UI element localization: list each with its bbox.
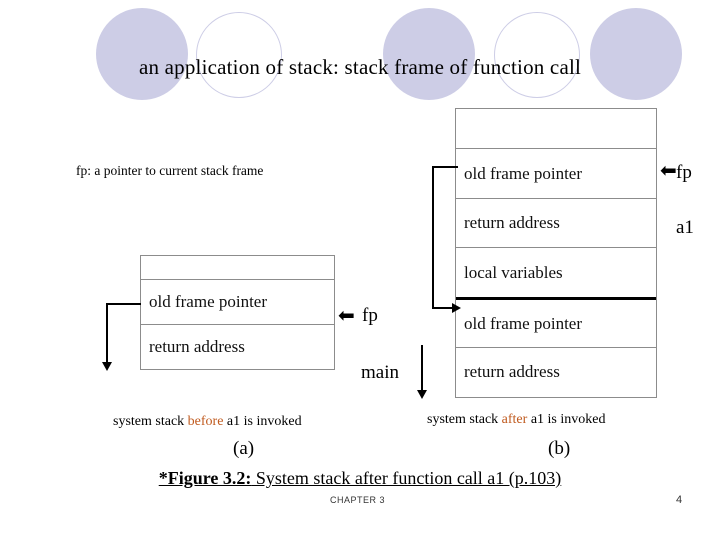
right-stack-cell: return address xyxy=(456,199,656,248)
page-title: an application of stack: stack frame of … xyxy=(138,55,582,79)
main-connector-arrowhead-icon xyxy=(417,390,427,399)
fp-label-middle: fp xyxy=(362,305,378,326)
fp-arrow-middle-icon: ⬅ xyxy=(338,303,355,327)
right-connector-bottom-horizontal xyxy=(432,307,454,309)
subcaption-b: (b) xyxy=(548,438,571,459)
subcaption-a: (a) xyxy=(233,438,255,459)
right-stack-cell xyxy=(456,109,656,149)
right-connector-arrowhead-icon xyxy=(452,303,461,313)
footer-chapter: CHAPTER 3 xyxy=(330,495,386,505)
caption-right-highlight: after xyxy=(501,412,528,427)
right-stack-diagram: old frame pointer return address local v… xyxy=(455,108,657,398)
fp-arrow-right-icon: ⬅ xyxy=(660,158,677,182)
caption-left-prefix: system stack xyxy=(113,414,188,429)
right-stack-cell: return address xyxy=(464,362,560,381)
decorative-circle-4 xyxy=(494,12,580,98)
decorative-circle-2 xyxy=(196,12,282,98)
caption-right-suffix: a1 is invoked xyxy=(527,412,606,427)
left-connector-vertical xyxy=(106,303,108,365)
left-connector-arrowhead-icon xyxy=(102,362,112,371)
caption-left-suffix: a1 is invoked xyxy=(223,414,302,429)
a1-label: a1 xyxy=(676,217,694,238)
fp-label-right: fp xyxy=(676,162,692,183)
main-label: main xyxy=(361,362,399,383)
caption-right-prefix: system stack xyxy=(427,412,502,427)
footer-page-number: 4 xyxy=(676,494,683,506)
figure-caption: *Figure 3.2: System stack after function… xyxy=(0,468,720,489)
right-stack-cell: old frame pointer xyxy=(456,149,656,199)
decorative-circle-3 xyxy=(383,8,475,100)
right-connector-vertical xyxy=(432,166,434,309)
caption-right: system stack after a1 is invoked xyxy=(427,412,605,428)
right-stack-cell: old frame pointer xyxy=(456,297,656,348)
decorative-circle-1 xyxy=(96,8,188,100)
left-stack-diagram: old frame pointer return address xyxy=(140,255,335,370)
left-stack-cell xyxy=(141,256,334,280)
figure-caption-rest: System stack after function call a1 (p.1… xyxy=(251,468,562,488)
left-stack-cell: return address xyxy=(149,337,245,356)
fp-definition-note: fp: a pointer to current stack frame xyxy=(76,163,264,178)
caption-left: system stack before a1 is invoked xyxy=(113,414,302,430)
decorative-circle-5 xyxy=(590,8,682,100)
left-stack-cell: old frame pointer xyxy=(141,280,334,325)
caption-left-highlight: before xyxy=(187,414,224,429)
right-connector-horizontal xyxy=(432,166,458,168)
figure-caption-bold: *Figure 3.2: xyxy=(158,468,252,488)
right-stack-cell: local variables xyxy=(464,262,563,282)
main-connector-vertical xyxy=(421,345,423,393)
left-connector-horizontal xyxy=(106,303,141,305)
